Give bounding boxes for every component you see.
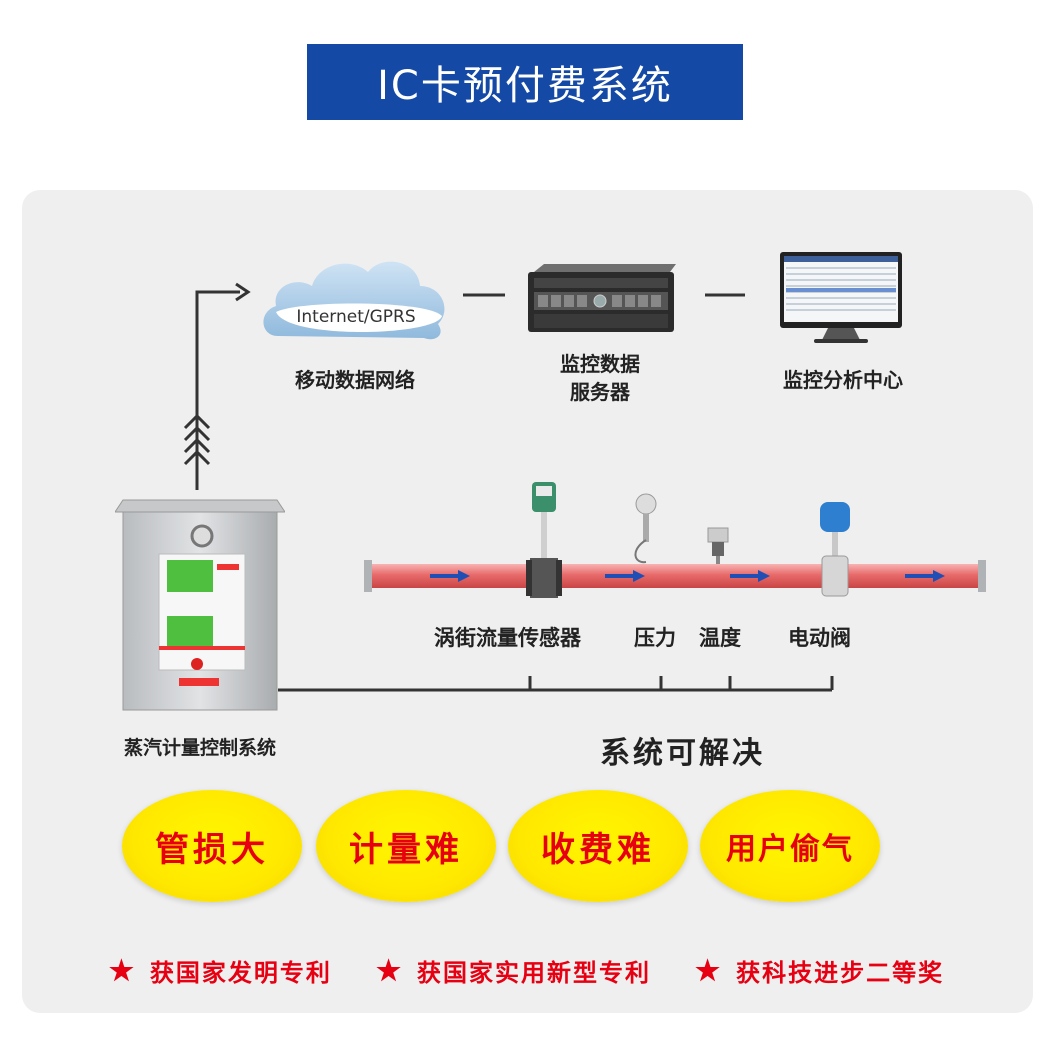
steam-pipeline: [364, 482, 986, 598]
solves-heading: 系统可解决: [600, 736, 765, 771]
cloud-label: Internet/GPRS: [296, 307, 416, 327]
star-icon: ★: [695, 953, 721, 987]
problem-bubble: 用户偷气: [700, 790, 880, 902]
steam-metering-cabinet: [115, 499, 285, 711]
problem-bubble: 收费难: [508, 790, 688, 902]
server-label-line1: 监控数据: [560, 352, 640, 376]
problem-bubble: 计量难: [316, 790, 496, 902]
temperature-sensor-icon: [707, 527, 729, 564]
server-icon: [528, 264, 676, 332]
page-title: IC卡预付费系统: [307, 44, 743, 120]
temperature-label: 温度: [699, 626, 741, 650]
award-item: ★ 获科技进步二等奖: [695, 953, 945, 987]
cloud-icon: [263, 261, 445, 340]
mobile-network-label: 移动数据网络: [295, 368, 415, 392]
monitor-center-label: 监控分析中心: [783, 368, 903, 392]
cabinet-label: 蒸汽计量控制系统: [123, 737, 276, 759]
award-item: ★ 获国家发明专利: [108, 953, 332, 987]
vortex-flowmeter-icon: [526, 482, 562, 598]
awards-row: ★ 获国家发明专利 ★ 获国家实用新型专利 ★ 获科技进步二等奖: [0, 950, 1053, 990]
electric-valve-icon: [820, 502, 850, 597]
flow-arrow-icon: [430, 570, 945, 582]
star-icon: ★: [375, 953, 402, 987]
pressure-transmitter-icon: [634, 493, 657, 564]
signal-chevron-icon: [183, 413, 211, 466]
uplink-arrowhead: [235, 282, 251, 302]
problem-bubble: 管损大: [122, 790, 302, 902]
pressure-label: 压力: [634, 626, 676, 650]
server-label-line2: 服务器: [570, 380, 630, 404]
server-label: 监控数据 服务器: [520, 350, 680, 406]
monitor-icon: [780, 252, 902, 343]
vortex-sensor-label: 涡街流量传感器: [434, 626, 581, 650]
valve-label: 电动阀: [788, 626, 851, 650]
star-icon: ★: [108, 953, 134, 987]
award-item: ★ 获国家实用新型专利: [375, 953, 652, 987]
uplink-line: [195, 290, 240, 490]
